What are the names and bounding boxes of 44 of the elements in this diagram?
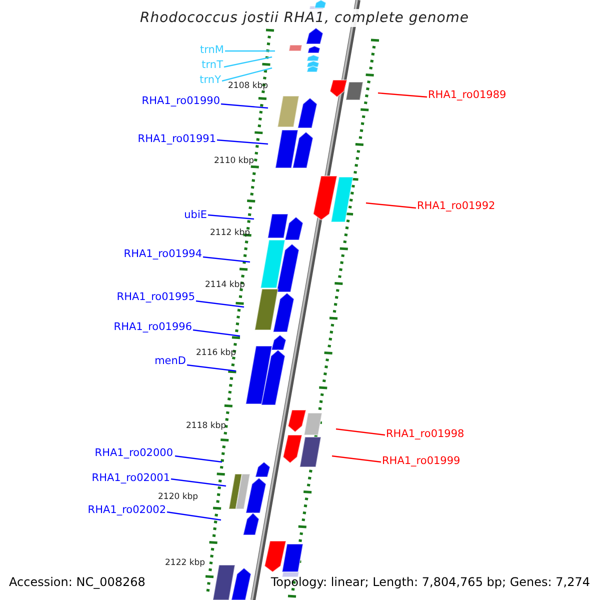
gene-label: RHA1_ro01992	[417, 201, 496, 212]
gene-label: trnM	[200, 45, 224, 56]
gene-label: RHA1_ro01995	[116, 292, 195, 302]
leader-line	[224, 56, 272, 68]
gene-label: trnT	[202, 60, 223, 70]
leader-line	[225, 50, 275, 52]
gene-label: RHA1_ro01998	[386, 429, 464, 440]
leader-line	[208, 214, 254, 220]
gene-label: menD	[154, 356, 186, 366]
scale-label: 2110 kbp	[214, 157, 254, 166]
leader-line	[220, 103, 268, 109]
scale-label: 2118 kbp	[186, 422, 226, 430]
gene-label: RHA1_ro02002	[88, 505, 166, 516]
gene-label: ubiE	[184, 210, 207, 220]
gene-label: RHA1_ro01999	[382, 456, 460, 466]
gene-label: RHA1_ro02000	[94, 448, 173, 458]
gene-label: RHA1_ro02001	[92, 473, 170, 484]
scale-label: 2114 kbp	[205, 281, 246, 290]
gene-label: trnY	[200, 75, 221, 86]
scale-label: 2112 kbp	[210, 229, 250, 238]
scale-label: 2122 kbp	[165, 559, 206, 568]
accession-note: Accession: NC_008268	[9, 576, 146, 588]
gene-label: RHA1_ro01989	[428, 90, 506, 100]
leader-line	[332, 455, 382, 463]
leader-line	[192, 329, 240, 337]
leader-line	[186, 364, 236, 372]
leader-line	[170, 478, 226, 487]
leader-line	[166, 511, 222, 521]
scale-label: 2120 kbp	[158, 493, 198, 502]
scale-label: 2116 kbp	[196, 349, 236, 358]
leader-line	[196, 300, 244, 308]
gene-label: RHA1_ro01994	[124, 249, 202, 260]
leader-line	[378, 92, 428, 98]
scale-label: 2108 kbp	[228, 82, 268, 90]
gene-label: RHA1_ro01990	[142, 96, 220, 106]
gene-label: RHA1_ro01991	[138, 134, 216, 144]
leader-line	[366, 202, 416, 209]
leader-line	[336, 428, 386, 436]
leader-line	[174, 455, 222, 463]
leader-line	[216, 139, 268, 145]
genome-summary: Topology: linear; Length: 7,804,765 bp; Genes: 7,274	[270, 576, 590, 588]
leader-line	[202, 256, 250, 263]
leader-line	[222, 67, 272, 82]
gene-label: RHA1_ro01996	[114, 322, 192, 332]
